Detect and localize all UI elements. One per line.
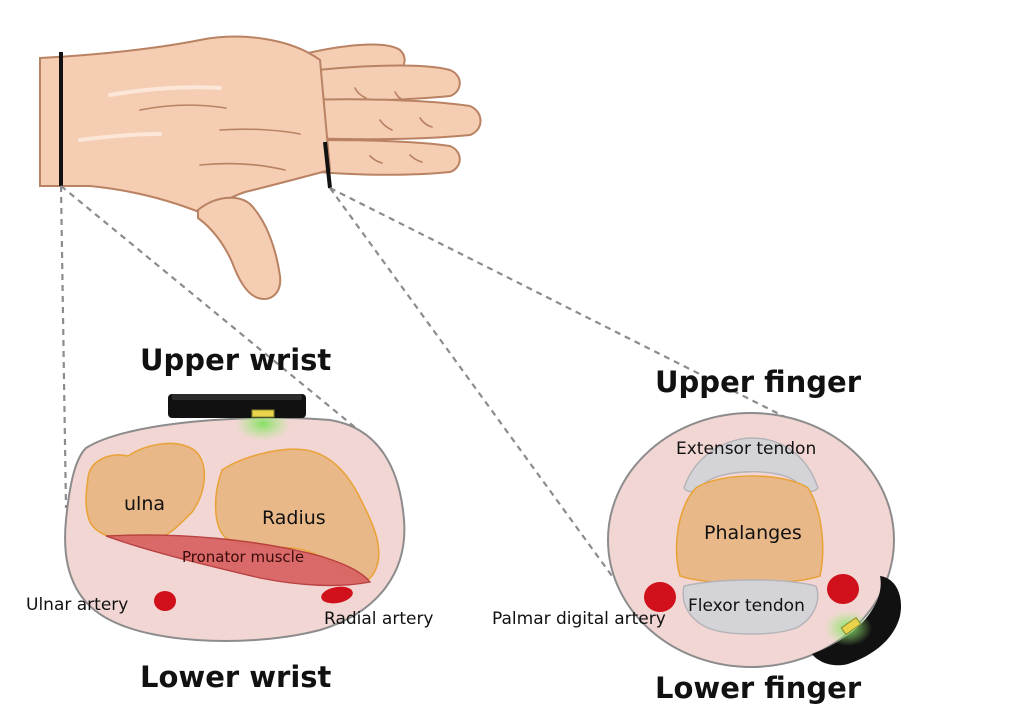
lower-finger-heading: Lower finger [655,671,862,705]
phalanges-label: Phalanges [704,522,802,544]
finger-section-line [323,141,332,189]
phalanges-bone [675,475,824,585]
palmar-digital-artery-label: Palmar digital artery [492,609,666,629]
knuckle-creases [139,87,433,171]
ulna-bone [85,442,206,542]
wrist-sensor-top [172,394,302,400]
finger-connector-left [329,187,613,577]
upper-finger-heading: Upper finger [655,365,862,399]
thumb [197,196,282,300]
radius-label: Radius [262,507,326,529]
wrist-connector-left [59,185,68,509]
pronator-muscle-label: Pronator muscle [182,548,304,566]
connector-lines [59,185,796,577]
finger-connector-right [329,187,796,423]
finger-sensor [812,576,902,666]
palm [39,35,332,216]
finger-cross-section: Extensor tendon Phalanges Flexor tendon … [492,412,902,668]
ulnar-artery [154,591,176,611]
finger-ring [299,98,482,141]
palmar-digital-artery-right [827,574,859,604]
finger-little [299,138,461,176]
upper-wrist-heading: Upper wrist [140,343,331,377]
finger-led-chip [840,616,862,636]
pronator-muscle [105,534,372,587]
extensor-tendon-label: Extensor tendon [676,439,816,459]
wrist-led-chip [251,409,275,418]
radial-artery-label: Radial artery [324,609,434,629]
ulna-label: ulna [124,493,165,515]
flexor-tendon-label: Flexor tendon [688,596,805,616]
flexor-tendon [682,579,819,635]
finger-sensor-band [812,576,902,666]
wrist-connector-right [60,185,369,439]
radial-artery [321,586,353,604]
lower-wrist-heading: Lower wrist [140,660,332,694]
palmar-digital-artery-left [644,582,676,612]
hand-illustration [39,35,482,300]
ulnar-artery-label: Ulnar artery [26,595,128,615]
wrist-sensor [168,394,306,441]
wrist-cross-section: ulna Radius Pronator muscle Ulnar artery… [26,394,434,642]
skin-highlights [78,85,222,142]
